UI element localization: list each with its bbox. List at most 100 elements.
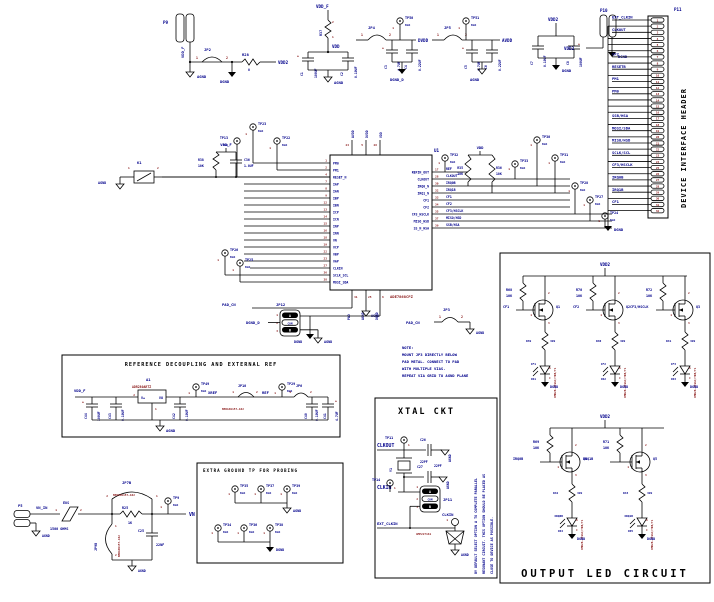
series-value: 499 [620,339,625,343]
u1-pin-number: 38 [324,278,328,282]
c25-value: 22NF [156,543,164,547]
k1-pin1: 1 [128,166,130,170]
tp49-ref: TP49 [201,382,209,386]
extclkin-net-label: EXT_CLKIN [377,521,398,526]
agnd-label: AGND [98,181,106,185]
jp7b-ref: JP7B [122,480,132,485]
ground-label: AGND [293,509,301,513]
c41-value: 4.7UF [335,411,339,421]
led-net-label: IRQ0B [554,514,563,518]
agnd-label: AGND [446,481,450,489]
xref-net-label: XREF [208,390,218,395]
u1-pin-name: SS_N_HSA [414,227,429,231]
p11-pin-number: 14 [656,98,660,102]
tp49-pin: 1 [188,391,190,395]
p11-pin-number: 22 [656,147,660,151]
r36-value: 10K [496,172,502,176]
p11-pin-number: 2 [657,24,659,28]
jp11-pin-a [422,488,438,494]
ferrite-bead-icon [61,506,79,522]
pullup-ref: R72 [646,288,652,292]
reset-block: K1 1 2 AGND VDD_F R38 10K C36 1.0UF TP23… [98,122,330,282]
vddf-label: VDD_F [220,142,232,147]
testpoint-center [536,139,538,141]
p11-pin-number: 30 [656,197,660,201]
series-resistor [568,483,576,503]
jp6-ref: JP6 [296,384,302,388]
jp11-pin-com [421,495,439,502]
led-emission [672,370,679,377]
tp-pin: 1 [598,219,600,223]
c7-ref: C7 [530,61,534,65]
led-icon [636,517,648,527]
jp9b-pin2: 2 [115,553,117,557]
c6-value: 0.22UF [498,59,502,71]
mosfet-body [602,299,624,321]
y1-crystal [397,460,411,471]
r28-resistor [241,58,261,66]
led-part: CMD28-21VGC/TR8/T1 [623,367,627,398]
p11-net-label: MISO/HSD [612,138,631,143]
c41-plus: + [335,399,337,403]
tp25-pin: 1 [232,268,234,272]
tp-ref: TP28 [580,181,588,185]
jp11-a-label: A [429,490,431,494]
tp50-blk: BLK [405,23,410,27]
vdd-decoupling-block: VDD_F R37 2 1 VDD + C1 100UF C2 0.10UF A… [297,4,358,85]
tp25-blk: BLK [245,265,250,269]
led-cathode-label: C [549,376,551,380]
vddf-net-label: VDD_F [180,46,185,58]
tp-ref: TP31 [560,153,568,157]
a1-ref: A1 [146,377,151,382]
gate-net-label: CF2 [573,305,579,309]
p11-net-label: CF1 [612,199,620,204]
mosfet-arrow [609,308,613,312]
tp22-ref: TP22 [282,136,290,140]
agnd-symbol [438,476,448,483]
c27-ref: C27 [417,465,423,469]
series-resistor [611,331,619,351]
p11-pin-number: 32 [656,209,660,213]
tp51-testpoint-icon [462,17,470,25]
reference-box-title: REFERENCE DECOUPLING AND EXTERNAL REF [125,362,278,368]
note-line: REPEAT VIA GRID TO AGND PLANE [402,373,469,378]
agnd-symbol [185,71,195,78]
dgnd-symbol [681,382,689,387]
p11-pin-number: 5 [657,43,659,47]
r25-value: 1K [128,521,133,525]
tp-blk: BLK [249,530,254,534]
vdd-net-label: VDD [332,44,340,49]
r35-ref: R35 [457,166,463,170]
pullup-resistor [589,282,597,302]
r37-pin2: 2 [332,20,334,24]
xtal-note-line: RESONANT CIRCUIT. THIS OPTION SHOULD BE … [482,474,486,574]
u1-pin-number: 14 [324,215,328,219]
series-ref: R41 [666,339,671,343]
tp23-blk: BLK [258,129,263,133]
jp4-pin2: 2 [389,33,391,37]
dgnd-symbol [306,334,314,339]
led-part: CMD28-21VGC/TR8/T1 [650,519,654,550]
tp-pin: 1 [237,531,239,535]
note-line: WITH MULTIPLE VIAS. [402,366,445,371]
ferrite-value: 1500 OHMS [50,527,68,531]
u1-pin-name: VBP [333,253,339,257]
r28-ref: R28 [242,52,250,57]
p11-ref: P11 [674,7,682,12]
r36-ref: R36 [496,166,502,170]
u1-pin-name: MISO_HSD [414,220,429,224]
tp11-testpoint-icon [400,436,408,444]
led-box-title: OUTPUT LED CIRCUIT [521,568,689,580]
tp-pin: 1 [211,531,213,535]
jp3-jumper [441,317,459,323]
p11-header: P11 DEVICE INTERFACE HEADER 1EXT_CLKIN23… [604,7,688,232]
u1-pin-number: 6 [382,295,384,299]
jp2-pin1: 1 [196,56,198,60]
agnd-symbol [127,565,137,572]
tp26-ref: TP26 [230,248,238,252]
p11-net-label: MOSI/SDA [612,125,631,130]
jp2-jumper [201,56,223,63]
p11-net-label: CLKOUT [612,27,626,32]
testpoint-center [444,157,446,159]
